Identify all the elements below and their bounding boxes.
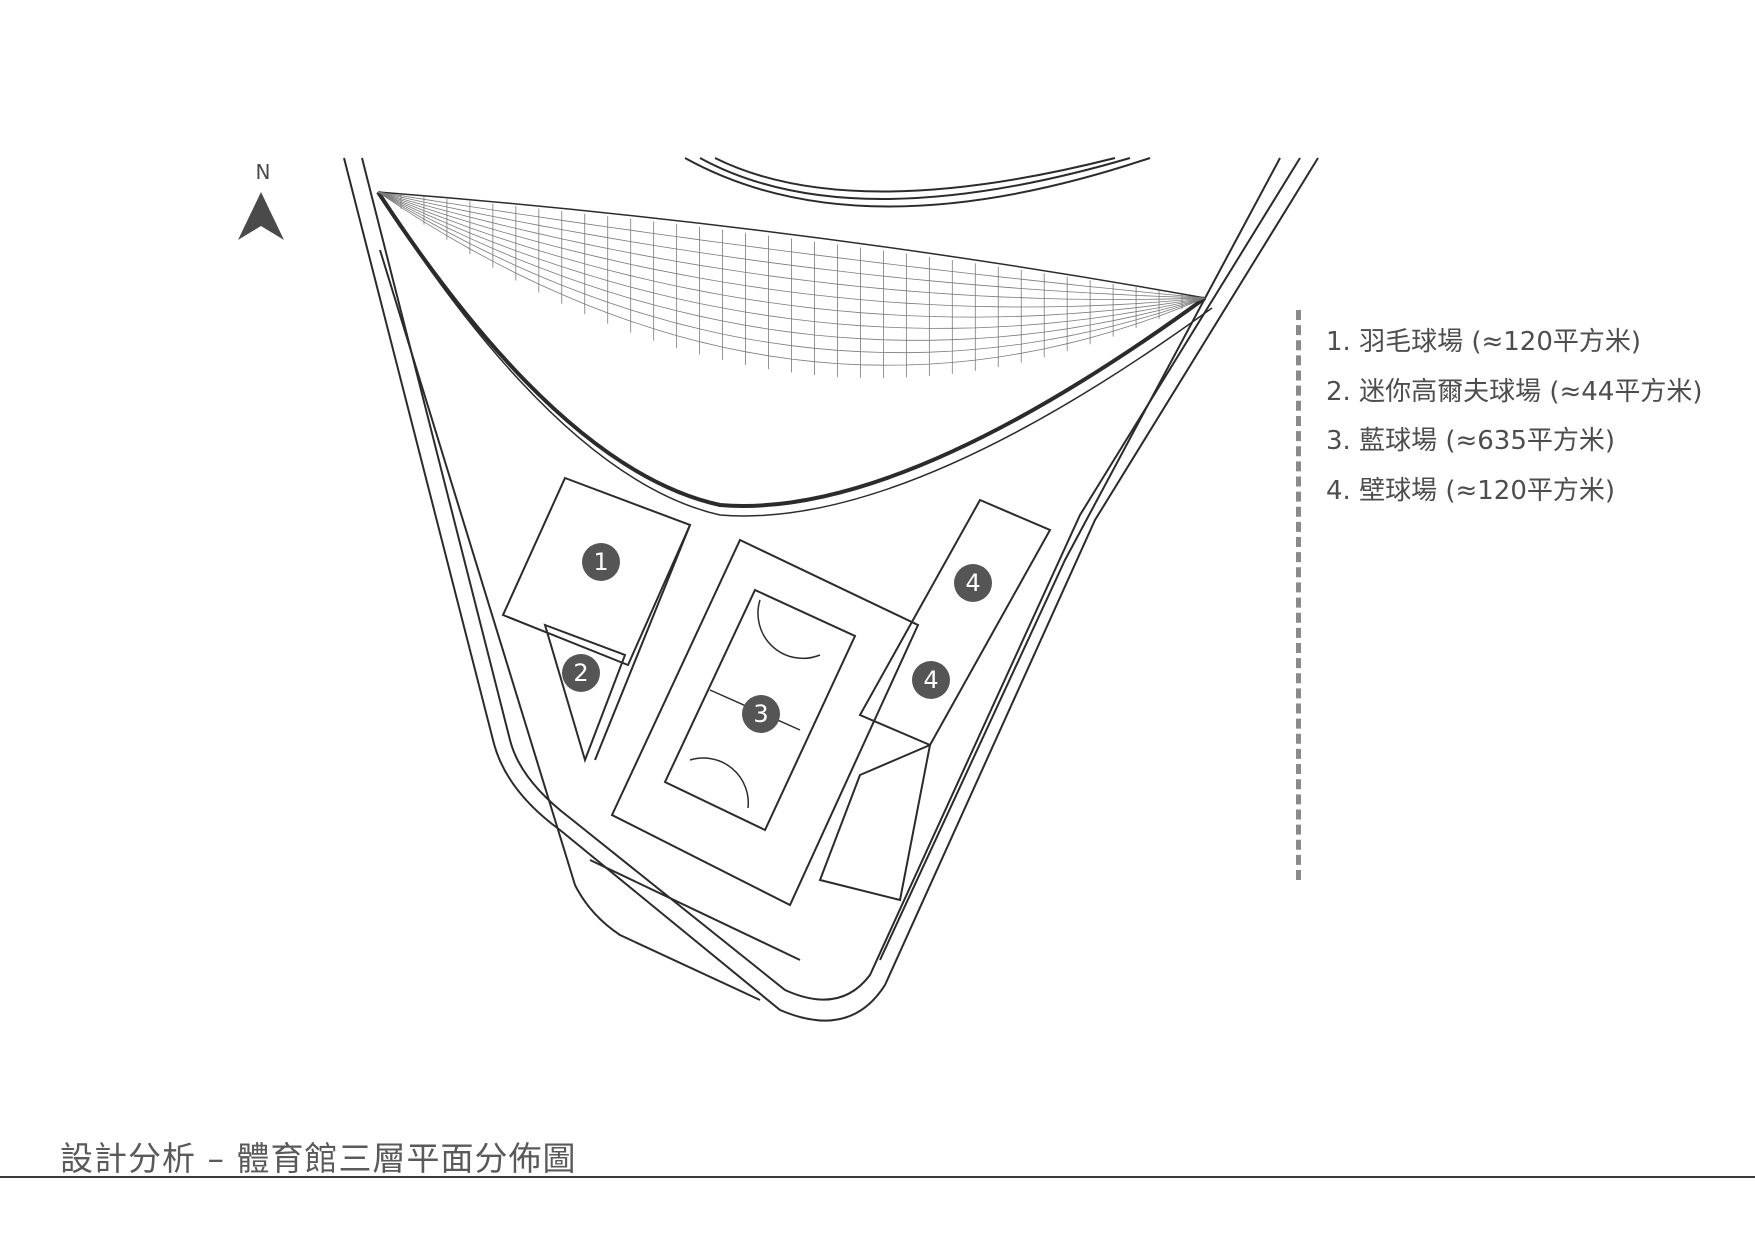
marker-label: 4 — [923, 666, 938, 694]
area-marker-basketball-court: 3 — [742, 695, 780, 733]
legend-divider — [1296, 310, 1301, 880]
marker-label: 4 — [965, 569, 980, 597]
canopy-grid — [377, 191, 1206, 378]
area-marker-squash-court-north: 4 — [954, 564, 992, 602]
legend-item: 4. 壁球場 (≈120平方米) — [1326, 475, 1616, 506]
marker-label: 2 — [573, 659, 588, 687]
legend-item: 1. 羽毛球場 (≈120平方米) — [1326, 327, 1642, 357]
marker-circle — [742, 695, 780, 733]
area-marker-squash-court-south: 4 — [912, 661, 950, 699]
plan-markers: 1 2 3 4 4 — [562, 543, 992, 733]
legend-list: 1. 羽毛球場 (≈120平方米) 2. 迷你高爾夫球場 (≈44平方米) 3.… — [1326, 318, 1703, 516]
marker-circle — [562, 654, 600, 692]
footer-divider — [0, 1176, 1755, 1178]
page-title: 設計分析 – 體育館三層平面分佈圖 — [60, 1139, 577, 1178]
marker-label: 3 — [753, 700, 768, 728]
marker-circle — [582, 543, 620, 581]
north-arrow-icon — [238, 192, 284, 240]
marker-circle — [954, 564, 992, 602]
compass-letter: N — [255, 160, 271, 184]
legend-item: 3. 藍球場 (≈635平方米) — [1326, 426, 1616, 456]
area-marker-mini-golf-court: 2 — [562, 654, 600, 692]
marker-label: 1 — [593, 548, 608, 576]
area-marker-badminton-court: 1 — [582, 543, 620, 581]
legend-item: 2. 迷你高爾夫球場 (≈44平方米) — [1326, 376, 1703, 407]
site-outline — [343, 157, 1319, 1022]
marker-circle — [912, 661, 950, 699]
